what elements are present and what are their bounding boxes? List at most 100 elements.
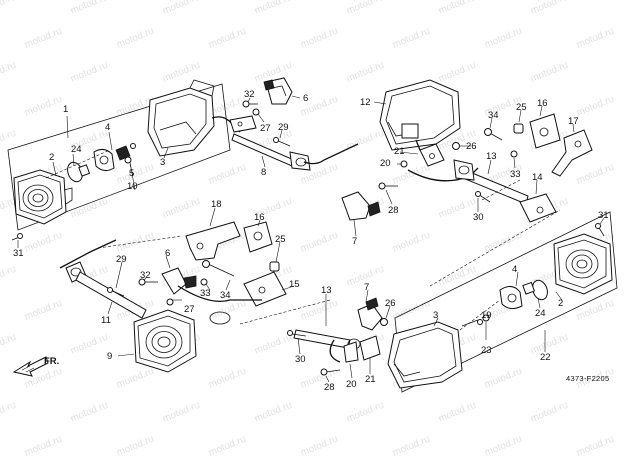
watermark-text: motod.ru [0,400,18,425]
watermark-text: motod.ru [161,0,202,17]
washer-10-5 [124,143,136,164]
watermark-text: motod.ru [207,434,248,459]
nut-27 [252,108,260,116]
watermark-text: motod.ru [161,400,202,425]
watermark-text: motod.ru [0,60,18,85]
watermark-text: motod.ru [529,60,570,85]
bracket-plate-front-left [229,115,257,133]
watermark-text: motod.ru [575,298,616,323]
callout-20b: 20 [346,379,357,390]
screw-30-lower [287,330,307,337]
bracket-17 [551,129,593,177]
screw-29-center [107,287,125,297]
watermark-text: motod.ru [23,26,64,51]
callout-27b: 27 [184,304,195,315]
callout-30b: 30 [295,354,306,365]
watermark-text: motod.ru [207,162,248,187]
callout-1: 1 [63,104,68,115]
callout-21b: 21 [365,374,376,385]
callout-23: 23 [481,345,492,356]
callout-29: 29 [278,122,289,133]
watermark-text: motod.ru [391,230,432,255]
callout-19: 19 [481,310,492,321]
watermark-text: motod.ru [483,26,524,51]
watermark-text: motod.ru [529,0,570,17]
bolt-32-center [138,278,158,286]
watermark-text: motod.ru [575,434,616,459]
harness-dash-2 [429,209,561,287]
watermark-text: motod.ru [345,60,386,85]
watermark-text: motod.ru [253,332,294,357]
watermark-text: motod.ru [115,230,156,255]
nut-27-center [166,298,174,306]
assembly-line-rr [481,179,521,201]
callout-33: 33 [510,169,521,180]
callout-25: 25 [516,102,527,113]
watermark-text: motod.ru [437,264,478,289]
grommet-7-lower [357,297,383,331]
callout-7: 7 [352,236,357,247]
callout-4b: 4 [512,264,517,275]
callout-24: 24 [71,144,82,155]
front-direction-label: FR. [44,356,59,367]
callout-5: 5 [129,168,134,179]
callout-15: 15 [289,279,300,290]
callout-11: 11 [101,315,111,326]
leader-9 [117,353,135,357]
callout-16b: 16 [254,212,265,223]
callout-20: 20 [380,158,391,169]
callout-8: 8 [261,167,266,178]
screw-30-right [475,191,491,203]
watermark-text: motod.ru [345,400,386,425]
watermark-text: motod.ru [207,366,248,391]
callout-6b: 6 [165,248,170,259]
assembly-line-fr [459,299,501,331]
rubber-20-lower [343,341,359,363]
arm-13-right [453,159,529,205]
callout-34: 34 [488,110,499,121]
watermark-text: motod.ru [0,128,18,153]
watermark-text: motod.ru [69,400,110,425]
bolt-34-right [484,128,503,141]
assembly-line-fl [45,149,111,179]
callout-2b: 2 [558,298,563,309]
watermark-text: motod.ru [299,434,340,459]
callout-32b: 32 [140,270,151,281]
callout-24b: 24 [535,308,546,319]
watermark-text: motod.ru [575,26,616,51]
callout-32: 32 [244,89,255,100]
bolt-34-center [202,260,235,277]
watermark-text: motod.ru [115,434,156,459]
bulb-front-left [67,161,91,183]
washer-33-center [200,278,208,286]
watermark-text: motod.ru [483,366,524,391]
watermark-text: motod.ru [115,366,156,391]
callout-3b: 3 [433,310,438,321]
callout-31: 31 [13,248,24,259]
arm-8 [231,133,311,171]
collar-25-center [269,261,280,272]
watermark-text: motod.ru [299,298,340,323]
rubber-16-right [529,113,561,149]
callout-14: 14 [532,172,543,183]
watermark-text: motod.ru [253,400,294,425]
callout-4: 4 [105,122,110,133]
rubber-16-center [243,221,273,253]
callout-2: 2 [49,152,54,163]
screw-31-left [11,233,23,241]
callout-29b: 29 [116,254,127,265]
watermark-text: motod.ru [345,128,386,153]
watermark-text: motod.ru [115,26,156,51]
watermark-text: motod.ru [0,0,18,17]
housing-front-left [147,79,215,157]
leader-lines [17,95,605,383]
watermark-text: motod.ru [299,26,340,51]
arm-11 [65,261,147,319]
watermark-text: motod.ru [483,230,524,255]
callout-21: 21 [394,146,405,157]
front-direction-arrow-icon [12,356,49,377]
callout-31b: 31 [598,210,609,221]
